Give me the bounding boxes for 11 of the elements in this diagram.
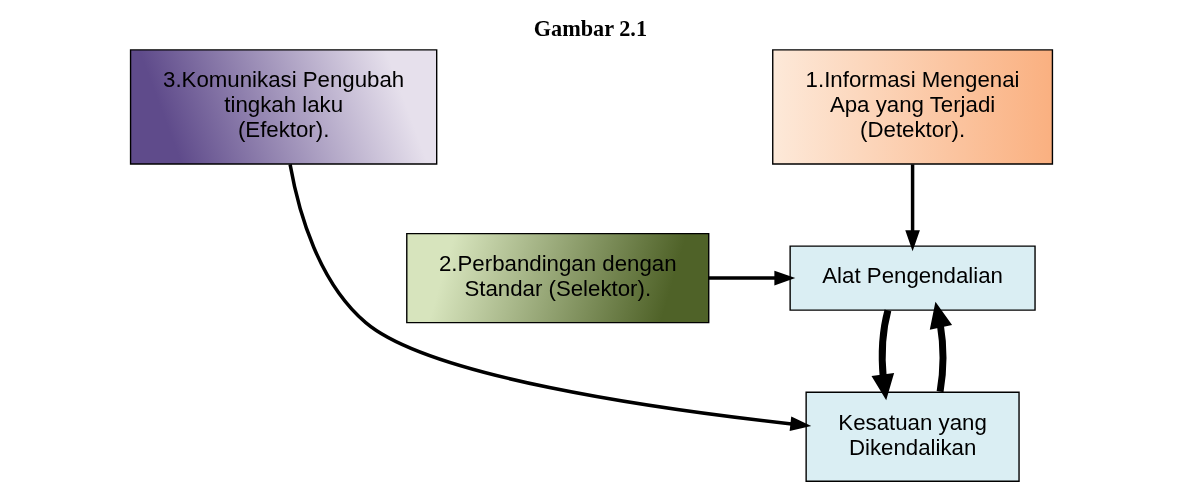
diagram-title: Gambar 2.1 <box>533 15 648 41</box>
node-box: Kesatuan yang Dikendalikan <box>805 391 1020 482</box>
arrow <box>929 301 953 393</box>
node-box: 1.Informasi Mengenai Apa yang Terjadi (Detektor). <box>772 49 1054 165</box>
arrow <box>708 270 796 286</box>
node-box: 2.Perbandingan dengan Standar (Selektor). <box>406 232 710 324</box>
arrow <box>871 309 895 401</box>
node-box: 3.Komunikasi Pengubah tingkah laku (Efektor). <box>129 49 438 165</box>
node-box: Alat Pengendalian <box>789 245 1036 311</box>
arrow <box>288 164 812 432</box>
arrow <box>905 164 920 252</box>
